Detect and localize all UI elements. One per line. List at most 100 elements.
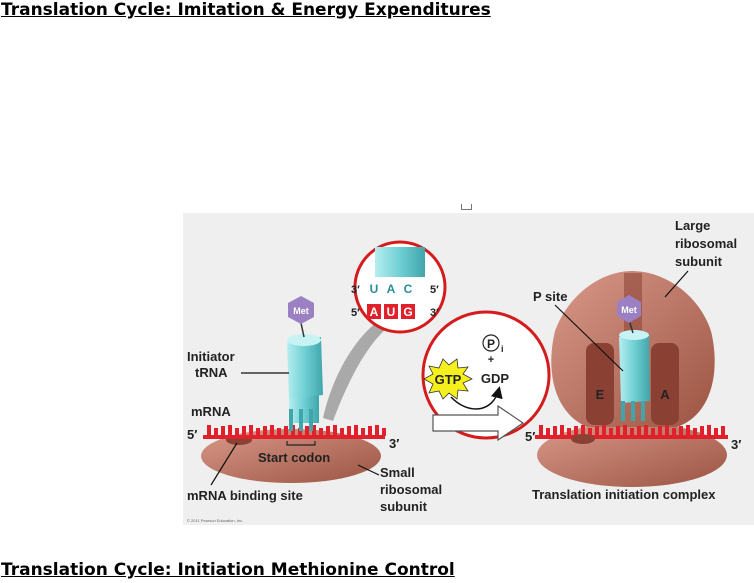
mrna-base [567, 428, 571, 436]
anticodon-letter: A [387, 282, 396, 296]
codon-3prime: 3′ [430, 307, 439, 319]
mrna-base [375, 425, 379, 436]
mrna-base [207, 425, 211, 436]
three-prime-right: 3′ [731, 437, 741, 452]
mrna-base [700, 426, 704, 436]
mrna-base [609, 428, 613, 436]
page-heading-bottom: Translation Cycle: Initiation Methionine… [1, 560, 455, 580]
anticodon-box [367, 281, 381, 296]
mrna-base [326, 426, 330, 436]
mrna-bases-right [539, 425, 725, 436]
mrna-base [228, 425, 232, 436]
met-link-left [300, 322, 305, 338]
initiation-complex-label: Translation initiation complex [532, 487, 716, 502]
large-subunit-line1: Large [675, 218, 710, 233]
met-label-left: Met [293, 306, 309, 316]
met-label-right: Met [621, 305, 637, 315]
large-subunit-line3: subunit [675, 254, 723, 269]
mrna-base [595, 426, 599, 436]
start-codon-label: Start codon [258, 450, 330, 465]
mrna-base [546, 428, 550, 436]
mrna-base [539, 425, 543, 436]
mrna-base [630, 428, 634, 436]
mrna-base [270, 425, 274, 436]
mrna-base [368, 426, 372, 436]
initiator-label-line1: Initiator [187, 349, 235, 364]
large-subunit-line2: ribosomal [675, 236, 737, 251]
pi-label: P [487, 337, 495, 351]
anticodon-3prime: 3′ [351, 284, 360, 296]
mrna-base [333, 425, 337, 436]
pi-subscript: i [501, 344, 504, 354]
initiator-trna-right [619, 330, 650, 421]
small-subunit-line1: Small [380, 465, 415, 480]
mrna-base [214, 428, 218, 436]
gtp-starburst [423, 358, 473, 400]
mrna-base [249, 425, 253, 436]
five-prime-right: 5′ [525, 429, 535, 444]
mrna-base [319, 428, 323, 436]
codon-letter: G [403, 305, 412, 319]
three-prime-left: 3′ [389, 436, 399, 451]
page-heading-top: Translation Cycle: Imitation & Energy Ex… [1, 0, 491, 20]
mrna-base [361, 428, 365, 436]
mrna-base [588, 428, 592, 436]
copyright-text: © 2011 Pearson Education, Inc. [187, 518, 243, 523]
codon-5prime: 5′ [351, 307, 360, 319]
mrna-base [623, 425, 627, 436]
mrna-base [277, 428, 281, 436]
mrna-base [581, 425, 585, 436]
small-subunit-line3: subunit [380, 499, 428, 514]
mrna-binding-site-label: mRNA binding site [187, 488, 303, 503]
anticodon-letter: C [404, 282, 413, 296]
mrna-base [651, 428, 655, 436]
mrna-base [637, 426, 641, 436]
mrna-base [658, 426, 662, 436]
mrna-base [298, 428, 302, 436]
codon-box [367, 304, 381, 319]
mrna-base [221, 426, 225, 436]
p-site-label: P site [533, 289, 567, 304]
mrna-base [721, 426, 725, 436]
gdp-label: GDP [481, 371, 510, 386]
gtp-gdp-arrow [450, 386, 503, 410]
mrna-base [284, 426, 288, 436]
binding-site-right [571, 434, 595, 444]
binding-site-leader [210, 442, 238, 486]
mrna-base [693, 428, 697, 436]
mrna-base [235, 428, 239, 436]
mrna-base [560, 425, 564, 436]
codon-letter: U [387, 305, 396, 319]
e-site-label: E [596, 387, 605, 402]
mrna-base [354, 425, 358, 436]
small-subunit-leader [357, 464, 380, 476]
mrna-base [602, 425, 606, 436]
zoom-arrow [323, 305, 405, 421]
five-prime-left: 5′ [187, 427, 197, 442]
mrna-base [679, 426, 683, 436]
small-subunit-line2: ribosomal [380, 482, 442, 497]
mrna-base [574, 426, 578, 436]
mrna-base [672, 428, 676, 436]
image-anchor-mark [461, 204, 472, 210]
met-hexagon-left [288, 296, 314, 324]
mrna-base [312, 425, 316, 436]
pi-circle [482, 334, 500, 352]
p-site-leader [554, 304, 624, 372]
codon-letter: A [370, 305, 379, 319]
mrna-base [305, 426, 309, 436]
mrna-base [382, 428, 386, 436]
mrna-base [256, 428, 260, 436]
zoom-trna-body [375, 247, 425, 277]
anticodon-box [384, 281, 398, 296]
anticodon-letter: U [370, 282, 379, 296]
plus-sign: + [488, 354, 494, 366]
large-subunit-leader [664, 270, 689, 298]
codon-box [401, 304, 415, 319]
anticodon-box [401, 281, 415, 296]
mrna-base [263, 426, 267, 436]
